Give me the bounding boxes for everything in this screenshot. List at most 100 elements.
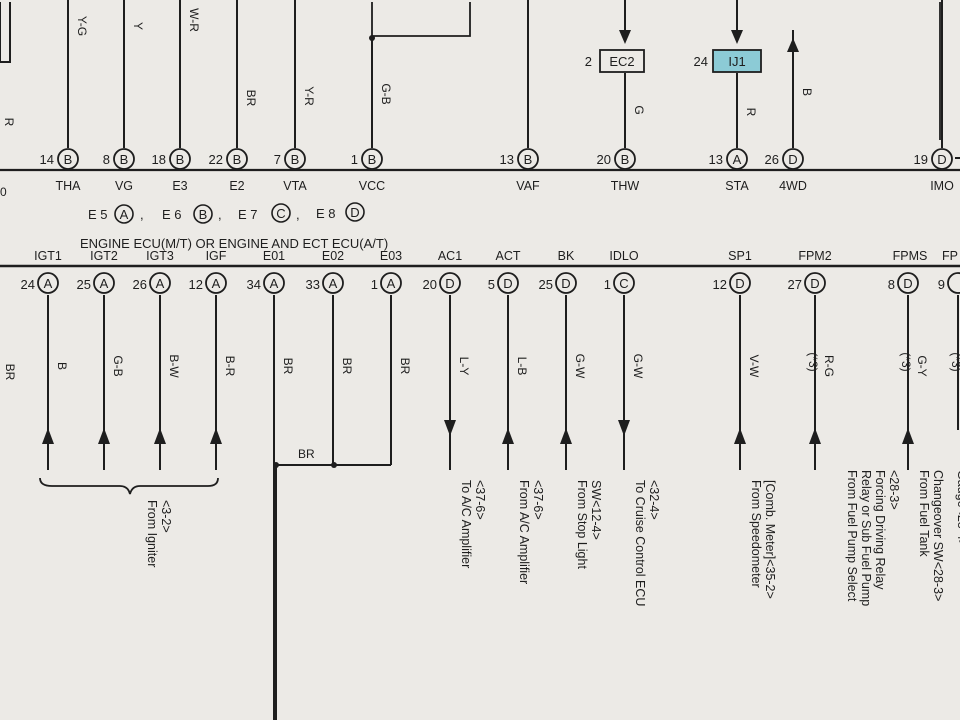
wire-color-label: L-B	[515, 357, 529, 376]
pin-circle	[897, 272, 919, 294]
ecu-connector-legend: E 5 A , E 6 B , E 7 C , E 8 D	[88, 202, 365, 224]
pin-header: SP1	[728, 249, 752, 263]
pin-header: IGT1	[34, 249, 62, 263]
destination-line: From Igniter	[145, 500, 159, 567]
pin-circle	[729, 272, 751, 294]
pin-number: 20	[423, 277, 437, 292]
arrow-up-icon	[560, 428, 572, 444]
connector-circle	[114, 204, 134, 224]
bottom-pin: C1G-W	[604, 272, 645, 470]
arrow-up-icon	[502, 428, 514, 444]
destination-line: To Cruise Control ECU	[633, 480, 647, 606]
arrow-up-icon	[787, 38, 799, 52]
destination-ac-amp-in: From A/C Amplifier<37-6>	[517, 480, 545, 584]
connector-code: E 5	[88, 207, 108, 222]
pin-number: 33	[306, 277, 320, 292]
pin-letter: A	[44, 276, 53, 291]
pin-circle	[439, 272, 461, 294]
wire-color-label: W-R	[187, 8, 201, 32]
pin-letter: D	[561, 276, 570, 291]
connector-letter: C	[276, 206, 285, 221]
pin-circle	[284, 148, 306, 170]
connector-ij1: 24 IJ1	[694, 49, 762, 73]
destination-gauge: Gauge<28-4>	[955, 470, 960, 547]
connector-pin-number: 24	[694, 54, 708, 69]
destination-line: From A/C Amplifier	[517, 480, 531, 584]
pin-number: 13	[500, 152, 514, 167]
wire-note: (*3)	[899, 352, 913, 371]
pin-circle	[57, 148, 79, 170]
top-section	[0, 0, 960, 172]
wire-color-label: Y	[131, 22, 145, 30]
pin-header: BK	[558, 249, 575, 263]
pin-circle	[517, 148, 539, 170]
pin-header: E01	[263, 249, 285, 263]
wire-color-label: BR	[340, 358, 354, 375]
wire-color-label: V-W	[747, 355, 761, 378]
arrow-up-icon	[154, 428, 166, 444]
arrow-up-icon	[809, 428, 821, 444]
connector-letter: D	[350, 205, 359, 220]
pin-letter: B	[176, 152, 185, 167]
pin-number: 8	[103, 152, 110, 167]
pin-header: FPMS	[893, 249, 928, 263]
pin-letter: A	[270, 276, 279, 291]
pin-name: 4WD	[779, 179, 807, 193]
wire-color-label: Y-G	[75, 16, 89, 36]
destination-line: To A/C Amplifier	[459, 480, 473, 568]
pin-name: VTA	[283, 179, 307, 193]
pin-number: 18	[152, 152, 166, 167]
connector-code: E 8	[316, 206, 336, 221]
destination-line: <28-3>	[887, 470, 901, 510]
connector-letter: B	[199, 207, 208, 222]
pin-letter: B	[120, 152, 129, 167]
pin-letter: A	[156, 276, 165, 291]
pin-number: 1	[371, 277, 378, 292]
pin-number: 1	[351, 152, 358, 167]
separator: ,	[140, 207, 144, 222]
destination-line: From Fuel Pump Select	[845, 470, 859, 602]
connector-label: IJ1	[728, 54, 745, 69]
pin-number: 7	[274, 152, 281, 167]
pin-name: IMO	[930, 179, 954, 193]
pin-circle	[947, 272, 960, 294]
pin-number: 20	[597, 152, 611, 167]
pin-number: 26	[765, 152, 779, 167]
destination-line: From Speedometer	[749, 480, 763, 588]
pin-letter: B	[621, 152, 630, 167]
pin-name: VG	[115, 179, 133, 193]
wire-color-label: L-Y	[457, 357, 471, 376]
pin-circle	[782, 148, 804, 170]
pin-letter: B	[233, 152, 242, 167]
wire-color-label: G-B	[379, 83, 393, 104]
pin-header: IDLO	[609, 249, 638, 263]
pin-circle	[205, 272, 227, 294]
pin-number: 34	[247, 277, 261, 292]
pin-circle	[226, 148, 248, 170]
wire-color-label: B-R	[223, 356, 237, 377]
highlight-box	[712, 49, 762, 73]
pin-circle	[804, 272, 826, 294]
ecu-title: ENGINE ECU(M/T) OR ENGINE AND ECT ECU(A/…	[80, 236, 388, 251]
pin-circle	[613, 272, 635, 294]
pin-number: 25	[539, 277, 553, 292]
pin-header: FP	[942, 249, 958, 263]
wire-color-label: R	[2, 118, 16, 127]
pin-letter: D	[937, 152, 946, 167]
pin-letter: A	[329, 276, 338, 291]
pin-letter: D	[788, 152, 797, 167]
pin-letter: A	[100, 276, 109, 291]
destination-line: <37-6>	[473, 480, 487, 520]
connector-circle	[271, 203, 291, 223]
wire-color-label: G-W	[573, 354, 587, 379]
pin-number: 19	[914, 152, 928, 167]
pin-letter: C	[619, 276, 628, 291]
arrow-up-icon	[734, 428, 746, 444]
